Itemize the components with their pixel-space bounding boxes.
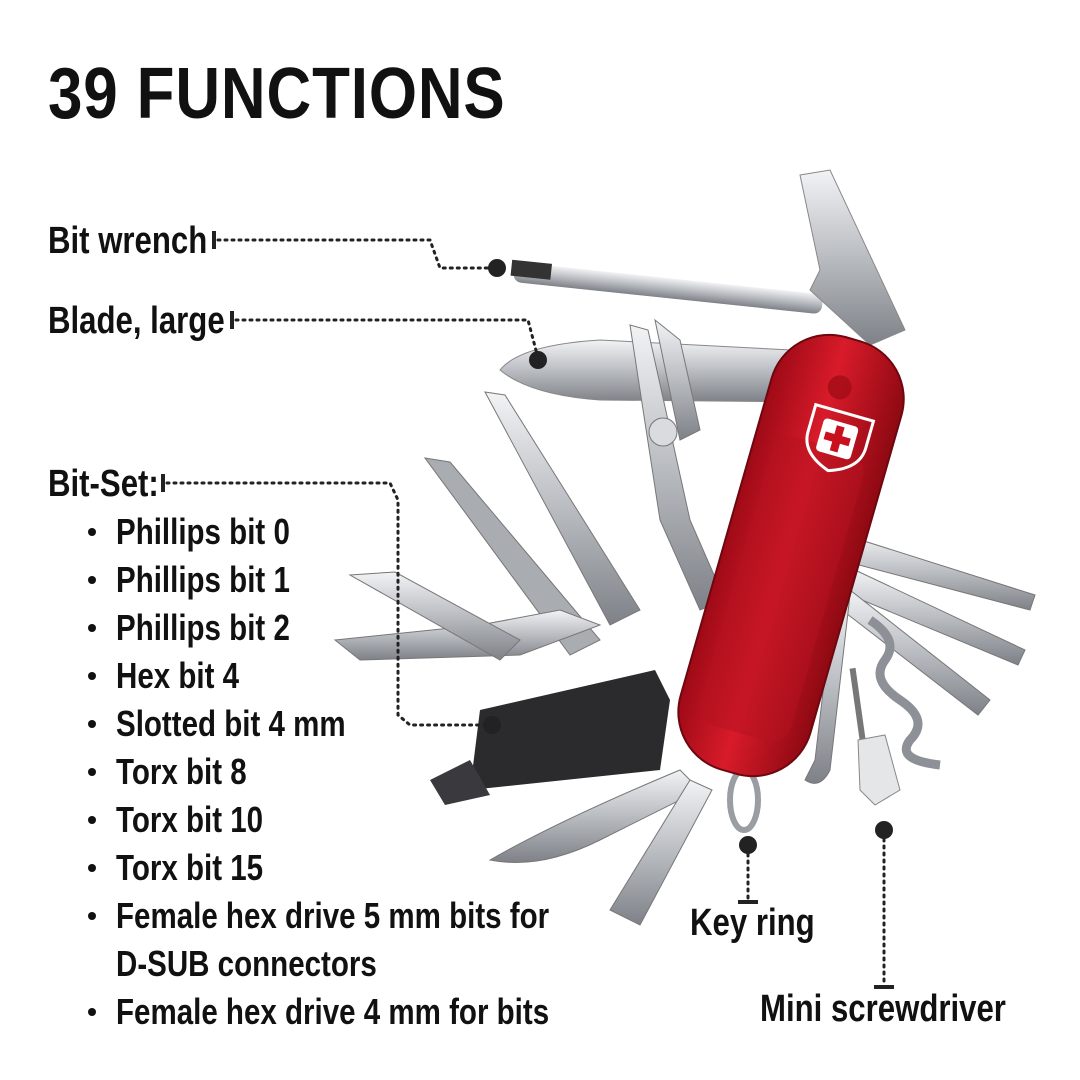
- list-item-label: Slotted bit 4 mm: [116, 703, 346, 744]
- bullet: [88, 576, 96, 584]
- bullet: [88, 912, 96, 920]
- bullet: [88, 816, 96, 824]
- can-opener-tool: [799, 169, 906, 346]
- bullet: [88, 528, 96, 536]
- list-item: Hex bit 4: [84, 652, 644, 700]
- label-bit-wrench: Bit wrench: [48, 220, 208, 262]
- list-item: Phillips bit 2: [84, 604, 644, 652]
- list-item-label: Female hex drive 5 mm bits for: [116, 895, 550, 936]
- bit-wrench-tool: [510, 259, 823, 314]
- list-item-label: Torx bit 10: [116, 799, 264, 840]
- bullet: [88, 864, 96, 872]
- list-item-label: D-SUB connectors: [116, 943, 377, 984]
- bullet: [88, 672, 96, 680]
- scissors-blade: [348, 571, 521, 661]
- pliers-jaw: [654, 318, 701, 441]
- saw-tool: [484, 391, 641, 626]
- list-item: Torx bit 10: [84, 796, 644, 844]
- bullet: [88, 720, 96, 728]
- list-item: Female hex drive 5 mm bits for: [84, 892, 644, 940]
- list-item: Female hex drive 4 mm for bits: [84, 988, 644, 1036]
- label-blade-large: Blade, large: [48, 300, 225, 342]
- label-key-ring: Key ring: [690, 902, 815, 944]
- small-blade-tool: [488, 769, 701, 863]
- list-item: Torx bit 8: [84, 748, 644, 796]
- leader-markers: [161, 231, 894, 989]
- bit-set-holder: [430, 670, 670, 805]
- list-item-label: Torx bit 15: [116, 847, 264, 888]
- list-item-label: Hex bit 4: [116, 655, 240, 696]
- bit-set-list: Phillips bit 0 Phillips bit 1 Phillips b…: [84, 508, 644, 1036]
- leader-lines: [165, 238, 886, 987]
- list-item-label: Phillips bit 2: [116, 607, 290, 648]
- bullet: [88, 624, 96, 632]
- multipurpose-hook-tool: [804, 589, 851, 784]
- label-bit-set: Bit-Set:: [48, 463, 159, 505]
- bullet: [88, 768, 96, 776]
- key-ring-tool: [727, 767, 761, 833]
- list-item: Torx bit 15: [84, 844, 644, 892]
- list-item: Phillips bit 0: [84, 508, 644, 556]
- mini-screwdriver-tool: [849, 667, 901, 806]
- pliers-pivot: [648, 417, 678, 447]
- list-item: Phillips bit 1: [84, 556, 644, 604]
- list-item-label: Phillips bit 1: [116, 559, 290, 600]
- file-tool: [423, 457, 601, 656]
- page-title: 39 FUNCTIONS: [48, 54, 506, 134]
- list-item: Slotted bit 4 mm: [84, 700, 644, 748]
- list-item-continuation: D-SUB connectors: [84, 940, 644, 988]
- label-mini-screwdriver: Mini screwdriver: [760, 988, 1006, 1030]
- screwdriver-tool: [609, 779, 713, 926]
- corkscrew-tool: [867, 616, 941, 770]
- list-item-label: Female hex drive 4 mm for bits: [116, 991, 550, 1032]
- list-item-label: Phillips bit 0: [116, 511, 290, 552]
- list-item-label: Torx bit 8: [116, 751, 247, 792]
- cross-shield-emblem: [805, 402, 876, 473]
- bullet: [88, 1008, 96, 1016]
